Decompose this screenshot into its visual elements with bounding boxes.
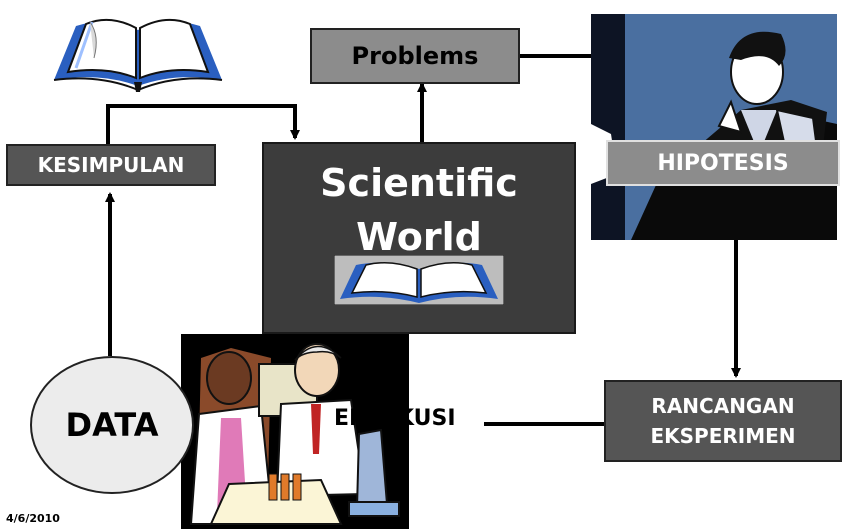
open-book-icon — [53, 18, 223, 92]
rancangan-label-line1: RANCANGAN — [651, 394, 795, 418]
scientific-world-title-line1: Scientific — [320, 161, 518, 205]
lab-scientists-illustration — [181, 334, 409, 529]
scientific-world-box: Scientific World — [262, 142, 576, 334]
open-book-icon — [334, 255, 504, 305]
thinking-man-illustration — [591, 14, 837, 240]
kesimpulan-box: KESIMPULAN — [6, 144, 216, 186]
hipotesis-label: HIPOTESIS — [657, 150, 789, 176]
problems-label: Problems — [351, 42, 479, 70]
arrow-kesimpulan-to-world — [106, 104, 300, 144]
footer-date: 4/6/2010 — [6, 512, 60, 525]
scientific-world-title-line2: World — [356, 215, 482, 259]
kesimpulan-label: KESIMPULAN — [37, 153, 185, 177]
data-label: DATA — [65, 406, 159, 444]
hipotesis-box: HIPOTESIS — [606, 140, 840, 186]
eksekusi-label: EKSEKUSI — [334, 406, 456, 431]
rancangan-label-line2: EKSPERIMEN — [650, 424, 796, 448]
data-circle: DATA — [30, 356, 194, 494]
problems-box: Problems — [310, 28, 520, 84]
rancangan-eksperimen-box: RANCANGAN EKSPERIMEN — [604, 380, 842, 462]
